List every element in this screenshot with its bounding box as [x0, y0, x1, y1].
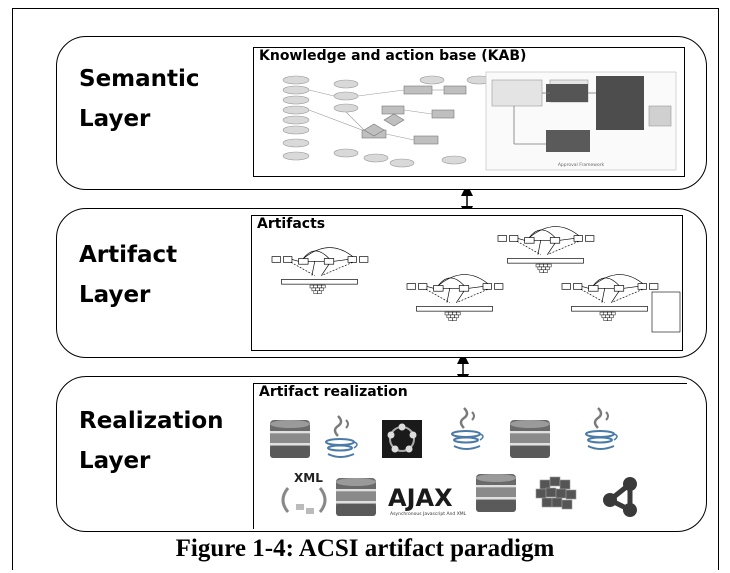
semantic-layer: Semantic Layer Knowledge and action base… — [56, 36, 707, 190]
artifact-diagram-1 — [271, 247, 369, 294]
ajax-logo: AJAX Asynchronous Javascript And XML — [388, 484, 467, 517]
share-icon — [603, 477, 637, 517]
artifact-diagram-4 — [561, 274, 659, 321]
realization-layer: Realization Layer Artifact realization — [56, 376, 707, 532]
database-icon — [270, 420, 310, 458]
grid-blocks-icon — [535, 476, 577, 510]
semantic-layer-label: Semantic Layer — [79, 66, 200, 132]
artifact-layer: Artifact Layer Artifacts — [56, 208, 707, 358]
kab-diagram: Approval Framework — [282, 71, 677, 171]
artifacts-diagram — [271, 226, 681, 333]
svg-text:XML: XML — [294, 471, 323, 485]
figure-caption: Figure 1-4: ACSI artifact paradigm — [175, 535, 555, 562]
java-icon — [584, 406, 619, 451]
realization-title: Artifact realization — [259, 384, 408, 400]
database-icon — [476, 474, 516, 512]
realization-panel: Artifact realization — [253, 383, 687, 529]
realization-layer-label: Realization Layer — [79, 408, 224, 474]
database-icon — [336, 478, 376, 516]
java-icon — [450, 406, 485, 451]
java-icon — [324, 414, 359, 459]
artifact-layer-label: Artifact Layer — [79, 242, 178, 308]
approval-framework-block: Approval Framework — [485, 71, 677, 171]
approval-framework-label: Approval Framework — [558, 162, 605, 168]
artifact-diagram-3 — [406, 274, 504, 321]
svg-text:Asynchronous Javascript And XM: Asynchronous Javascript And XML — [390, 511, 467, 517]
kab-title: Knowledge and action base (KAB) — [259, 48, 527, 64]
network-icon — [382, 420, 422, 458]
svg-text:AJAX: AJAX — [388, 484, 453, 512]
artifacts-title: Artifacts — [257, 216, 326, 232]
database-icon — [510, 420, 550, 458]
kab-panel: Knowledge and action base (KAB) — [253, 47, 685, 177]
xml-icon: XML — [281, 471, 327, 514]
figure-frame — [12, 8, 719, 570]
artifact-diagram-2 — [497, 226, 595, 273]
artifacts-panel: Artifacts — [251, 215, 683, 351]
realization-icons: XML AJAX Asynchronous Javascript And XML — [270, 406, 637, 517]
